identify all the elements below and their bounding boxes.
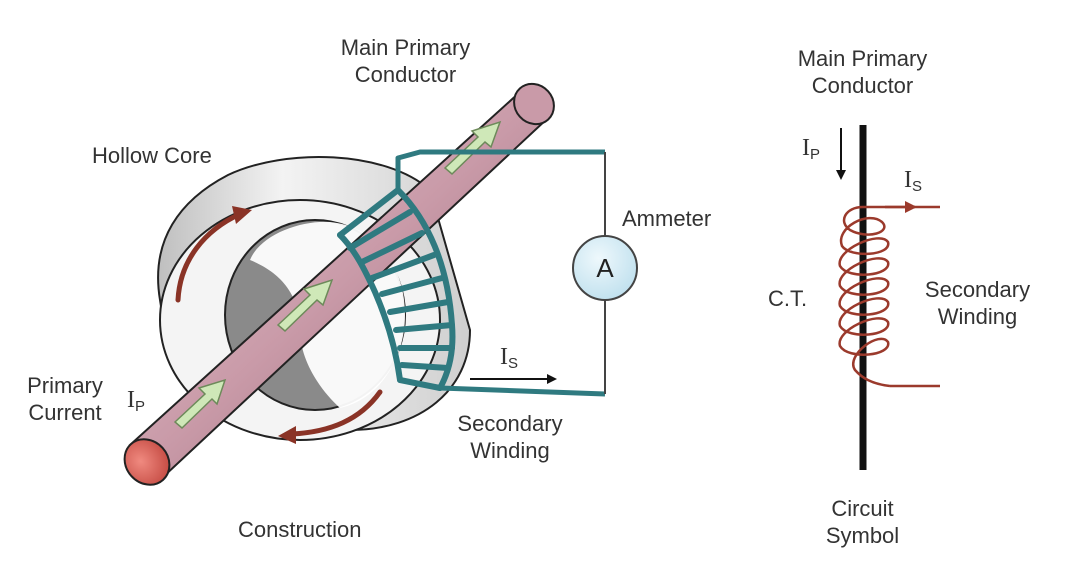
label-ip-right: IP — [802, 136, 820, 167]
secondary-winding-coil — [337, 187, 456, 391]
label-main-primary-conductor-left: Main Primary Conductor — [318, 34, 493, 88]
ammeter-symbol-text: A — [596, 253, 614, 283]
symbol-sub: P — [810, 146, 821, 163]
label-line: Primary — [27, 373, 103, 398]
label-ct: C.T. — [768, 286, 808, 311]
symbol-sub: S — [508, 355, 519, 372]
symbol-main: I — [500, 344, 508, 370]
core-flux-arrows — [175, 211, 383, 437]
label-line: Current — [28, 400, 102, 425]
flux-arrow-head-top — [232, 206, 252, 224]
symbol-main: I — [127, 387, 135, 413]
label-is-left: IS — [500, 345, 518, 376]
label-main-primary-conductor-right: Main Primary Conductor — [775, 45, 950, 99]
label-construction: Construction — [238, 517, 362, 542]
symbol-sub: P — [135, 398, 146, 415]
label-ammeter: Ammeter — [622, 206, 712, 231]
label-line: Secondary — [924, 277, 1031, 302]
label-circuit-symbol: Circuit Symbol — [800, 495, 925, 549]
label-primary-current: Primary Current — [10, 372, 120, 426]
label-is-right: IS — [904, 168, 922, 199]
label-line: Secondary — [457, 411, 563, 436]
symbol-sub: S — [912, 178, 923, 195]
label-line: Main Primary — [340, 35, 471, 60]
label-secondary-winding-left: Secondary Winding — [435, 410, 585, 464]
label-line: Conductor — [811, 73, 914, 98]
secondary-leads — [395, 149, 606, 397]
rod-far-end — [513, 82, 555, 126]
primary-conductor-rod — [123, 82, 555, 486]
label-line: Symbol — [825, 523, 900, 548]
ammeter — [572, 235, 638, 301]
label-line: Conductor — [354, 62, 457, 87]
label-ip-left: IP — [127, 388, 145, 419]
symbol-main: I — [904, 167, 912, 193]
label-line: Circuit — [831, 496, 894, 521]
flux-arrow-head-bottom — [278, 426, 296, 444]
rod-current-arrows — [173, 120, 502, 430]
rod-near-end — [123, 438, 171, 486]
symbol-main: I — [802, 135, 810, 161]
label-secondary-winding-right: Secondary Winding — [905, 276, 1050, 330]
label-line: Winding — [937, 304, 1018, 329]
label-hollow-core: Hollow Core — [92, 143, 212, 168]
label-line: Winding — [470, 438, 550, 463]
label-line: Main Primary — [797, 46, 928, 71]
